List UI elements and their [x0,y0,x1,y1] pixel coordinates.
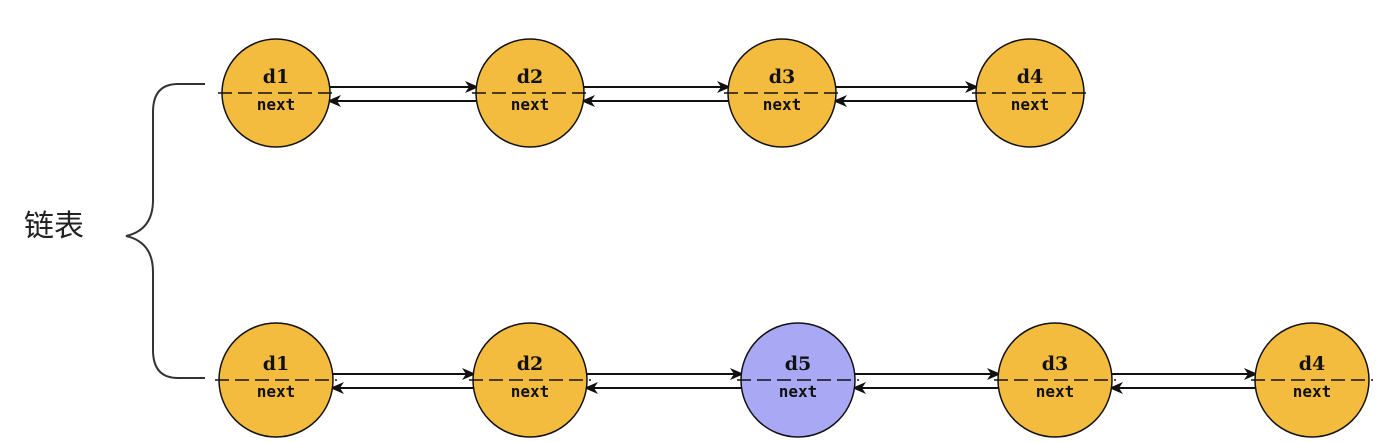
list-node: d3 next [994,322,1116,438]
node-name-label: d1 [263,66,290,88]
node-next-label: next [1011,95,1050,114]
list-node: d3 next [724,38,840,148]
node-name-label: d4 [1017,66,1044,88]
list-node: d5 next [737,322,859,438]
linked-list-row-inserted: d1 next d2 next d5 next d3 next d4 next [215,322,1373,438]
linked-list-label: 链表 [24,210,84,243]
list-node: d1 next [215,322,337,438]
node-name-label: d1 [263,353,290,375]
node-name-label: d2 [517,66,544,88]
node-next-label: next [257,95,296,114]
node-next-label: next [763,95,802,114]
linked-list-row-original: d1 next d2 next d3 next d4 next [218,38,1088,148]
node-next-label: next [257,382,296,401]
list-node: d2 next [469,322,591,438]
node-name-label: d3 [1042,353,1069,375]
node-next-label: next [779,382,818,401]
node-name-label: d4 [1299,353,1326,375]
node-next-label: next [511,382,550,401]
list-node: d2 next [472,38,588,148]
node-name-label: d2 [517,353,544,375]
node-name-label: d5 [785,353,812,375]
node-next-label: next [1036,382,1075,401]
list-node: d1 next [218,38,334,148]
list-node: d4 next [1251,322,1373,438]
node-next-label: next [511,95,550,114]
curly-brace [125,83,205,379]
list-node: d4 next [972,38,1088,148]
node-next-label: next [1293,382,1332,401]
node-name-label: d3 [769,66,796,88]
